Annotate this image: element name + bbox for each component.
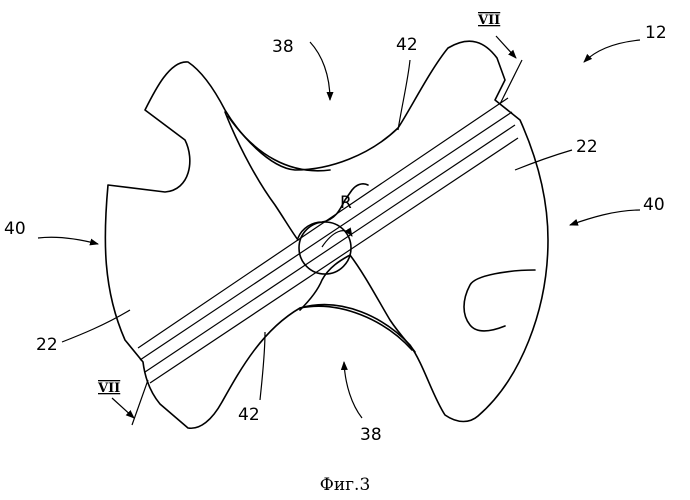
insert-outline [105,41,548,428]
arrow-38-bottom [344,362,362,418]
label-42-top: 42 [396,35,418,55]
label-42-bottom: 42 [238,405,260,425]
label-38-top: 38 [272,37,294,57]
label-22-left: 22 [36,335,58,355]
cutting-edge-line-2 [140,112,512,360]
arrow-40-right [570,210,640,225]
arrow-38-top [310,42,330,100]
label-12: 12 [645,23,667,43]
cutting-edge-line-4 [150,138,518,383]
label-section-bottom: VII [97,381,120,396]
label-40-left: 40 [4,219,26,239]
label-40-right: 40 [643,195,665,215]
arrow-12 [584,40,640,62]
section-line-bottom [132,380,148,425]
label-section-top: VII [477,13,500,28]
leader-22-right [515,150,572,170]
label-radius: R [340,193,352,213]
right-notch [464,270,535,331]
flute-top-curve [228,116,330,171]
arrow-40-left [38,237,98,244]
figure-caption: Фиг.3 [320,475,371,495]
flute-bottom-edge [350,255,415,352]
cutting-edge-line-1 [138,98,508,348]
label-22-right: 22 [576,137,598,157]
label-38-bottom: 38 [360,425,382,445]
section-arrow-bottom [112,398,134,418]
flute-top-edge [225,112,298,240]
section-arrow-top [496,36,516,58]
cutting-edge-line-3 [145,125,515,372]
